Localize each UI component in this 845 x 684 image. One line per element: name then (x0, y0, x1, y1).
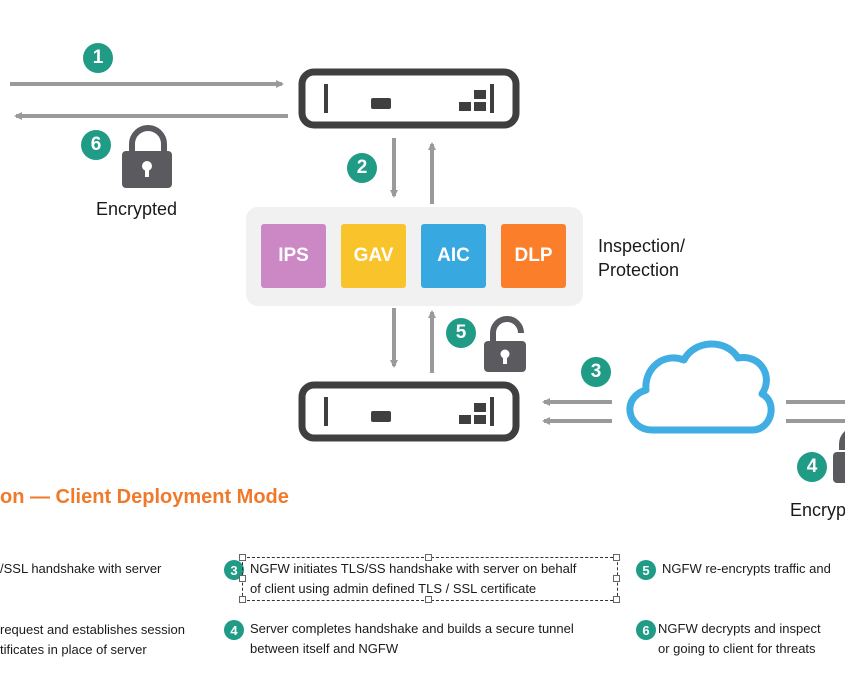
step-badge-1: 1 (83, 43, 113, 73)
legend-step-2: request and establishes session tificate… (0, 620, 185, 660)
legend-step-4-line2: between itself and NGFW (250, 641, 399, 656)
legend-badge-5: 5 (636, 560, 656, 580)
legend-step-2-line1: request and establishes session (0, 622, 186, 637)
step-badge-2: 2 (347, 153, 377, 183)
legend-step-6-line2: or going to client for threats (658, 641, 816, 656)
encrypted-label-left: Encrypted (96, 199, 178, 219)
module-ips: IPS (261, 224, 326, 288)
step-badge-5: 5 (446, 318, 476, 348)
resize-handle-ml[interactable] (239, 575, 246, 582)
ngfw-device-top-icon (298, 68, 520, 129)
ngfw-device-bottom-icon (298, 381, 520, 442)
legend-step-3-line2: of client using admin defined TLS / SSL … (250, 581, 537, 596)
legend-step-6-line1: NGFW decrypts and inspect (658, 621, 821, 636)
module-aic: AIC (421, 224, 486, 288)
legend-step-1: /SSL handshake with server (0, 559, 161, 579)
resize-handle-tr[interactable] (613, 554, 620, 561)
lock-closed-icon (122, 125, 172, 188)
resize-handle-bm[interactable] (425, 596, 432, 603)
lock-open-icon (484, 316, 526, 372)
step-badge-6: 6 (81, 130, 111, 160)
encrypted-label-right: Encryp (790, 500, 845, 520)
module-gav: GAV (341, 224, 406, 288)
legend-title: on — Client Deployment Mode (0, 486, 289, 508)
legend-step-4: Server completes handshake and builds a … (250, 619, 574, 659)
legend-step-5: NGFW re-encrypts traffic and (662, 559, 831, 579)
resize-handle-tm[interactable] (425, 554, 432, 561)
legend-step-6: NGFW decrypts and inspect or going to cl… (658, 619, 821, 659)
inspection-panel (246, 207, 583, 306)
resize-handle-tl[interactable] (239, 554, 246, 561)
arrow-right-edge (786, 400, 845, 423)
module-dlp: DLP (501, 224, 566, 288)
inspection-label-line2: Protection (598, 260, 680, 280)
legend-step-1-line1: /SSL handshake with server (0, 561, 162, 576)
legend-step-5-line1: NGFW re-encrypts traffic and (662, 561, 831, 576)
step-badge-4: 4 (797, 452, 827, 482)
legend-badge-4: 4 (224, 620, 244, 640)
legend-step-4-line1: Server completes handshake and builds a … (250, 621, 574, 636)
resize-handle-br[interactable] (613, 596, 620, 603)
lock-closed-partial-icon (833, 431, 845, 483)
resize-handle-mr[interactable] (613, 575, 620, 582)
legend-step-3[interactable]: NGFW initiates TLS/SS handshake with ser… (250, 559, 576, 599)
step-badge-3: 3 (581, 357, 611, 387)
cloud-icon (626, 340, 775, 434)
inspection-label-line1: Inspection/ (598, 236, 686, 256)
legend-step-3-line1: NGFW initiates TLS/SS handshake with ser… (250, 561, 577, 576)
resize-handle-bl[interactable] (239, 596, 246, 603)
legend-badge-6: 6 (636, 620, 656, 640)
legend-step-2-line2: tificates in place of server (0, 642, 147, 657)
